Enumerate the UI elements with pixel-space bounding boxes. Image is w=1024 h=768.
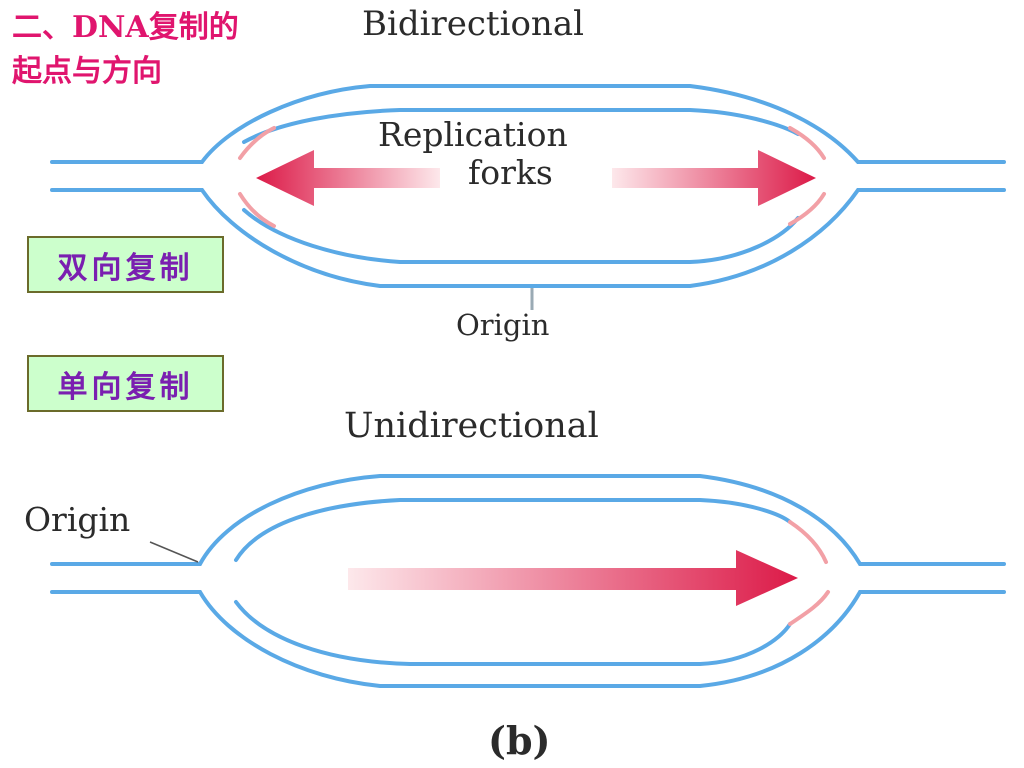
uni-outer-strand-top	[50, 474, 1006, 566]
bi-arrow-right	[612, 150, 816, 206]
bidirectional-bubble	[50, 84, 1006, 288]
uni-inner-strand-top	[234, 498, 792, 562]
bi-fork-segment-right-bottom	[788, 192, 826, 226]
unidirectional-cn-label: 单向复制	[27, 355, 224, 412]
replication-forks-label: Replication forks	[378, 116, 668, 192]
bi-inner-strand-top	[242, 108, 800, 144]
uni-fork-segment-bottom	[788, 590, 830, 626]
fork-label-line1: Replication	[378, 115, 568, 154]
bi-fork-segment-left-bottom	[238, 192, 276, 228]
bi-outer-strand	[50, 84, 1006, 164]
slide-title-line1: 二、DNA复制的	[12, 10, 239, 45]
slide-title: 二、DNA复制的 起点与方向	[12, 6, 282, 94]
slide-title-line2: 起点与方向	[12, 54, 162, 89]
bidirectional-cn-label: 双向复制	[27, 236, 224, 293]
bidirectional-origin-label: Origin	[456, 308, 550, 342]
unidirectional-heading: Unidirectional	[344, 406, 599, 446]
bi-outer-strand-bottom	[50, 188, 1006, 288]
uni-origin-pointer	[149, 541, 199, 563]
bi-fork-segment-left-top	[238, 126, 276, 160]
uni-outer-strand-bottom	[50, 590, 1006, 688]
bi-arrow-left	[256, 150, 440, 206]
fork-label-line2: forks	[468, 153, 553, 192]
unidirectional-bubble	[50, 474, 1006, 688]
uni-inner-strand-bottom	[234, 600, 792, 666]
unidirectional-origin-label: Origin	[24, 500, 131, 539]
bidirectional-heading: Bidirectional	[362, 4, 584, 44]
uni-arrow-right	[348, 550, 798, 606]
panel-label: (b)	[488, 718, 551, 763]
bi-fork-segment-right-top	[788, 126, 826, 160]
bi-inner-strand-bottom	[242, 208, 800, 264]
uni-fork-segment-top	[788, 520, 828, 564]
